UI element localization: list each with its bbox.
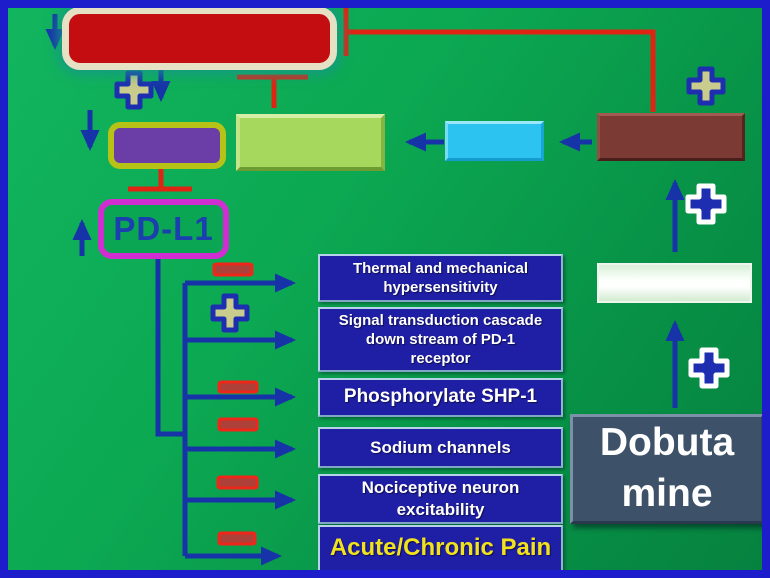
effect-box-thermal: Thermal and mechanical hypersensitivity [318,254,563,302]
gradient-box [597,263,752,303]
cyan-box [445,121,544,161]
effect-box-sodium: Sodium channels [318,427,563,468]
effect-box-signal: Signal transduction cascade down stream … [318,307,563,372]
dobutamine-label-line1: Dobuta [599,421,735,465]
plus-icon-signal-branch [210,293,250,333]
light-green-box [236,114,385,171]
maroon-box [597,113,745,161]
effect-label: Thermal and mechanical [352,259,529,277]
minus-icon-phosphorylate [217,380,259,394]
effect-box-nociceptive: Nociceptive neuron excitability [318,474,563,524]
effect-box-pain: Acute/Chronic Pain [318,525,563,570]
minus-icon-pain [217,531,257,546]
inhibit-line-purple-to-pdl1 [128,166,192,192]
plus-icon-top-right [686,66,726,106]
effect-label: receptor [410,350,471,368]
pdl1-branch-trunk [155,258,185,437]
effect-label: Acute/Chronic Pain [329,534,552,562]
effect-label: excitability [396,500,485,519]
inhibit-line-maroon-to-red [348,29,656,112]
minus-icon-thermal [212,262,254,277]
effect-label: down stream of PD-1 [365,330,516,348]
effect-label: Signal transduction cascade [338,311,543,329]
pdl1-label: PD-L1 [113,210,214,247]
plus-icon-above-purple-box [114,70,154,110]
effect-label: hypersensitivity [383,279,498,296]
pdl1-node: PD-L1 [98,199,229,259]
effect-box-phosphorylate: Phosphorylate SHP-1 [318,378,563,417]
effect-label: Nociceptive neuron [361,478,520,498]
plus-icon-gradient-to-maroon [685,183,727,225]
minus-icon-sodium [217,417,259,432]
dobutamine-label-line2: mine [621,472,713,515]
effect-label: Phosphorylate SHP-1 [343,386,538,408]
minus-icon-nociceptive [216,475,259,490]
red-box [62,8,337,70]
dobutamine-node: Dobuta mine [570,414,762,524]
purple-box [108,122,226,169]
plus-icon-dobutamine-to-gradient [688,347,730,389]
inhibit-line-red-to-lightgreen [237,74,308,108]
effect-label: Sodium channels [370,437,511,457]
